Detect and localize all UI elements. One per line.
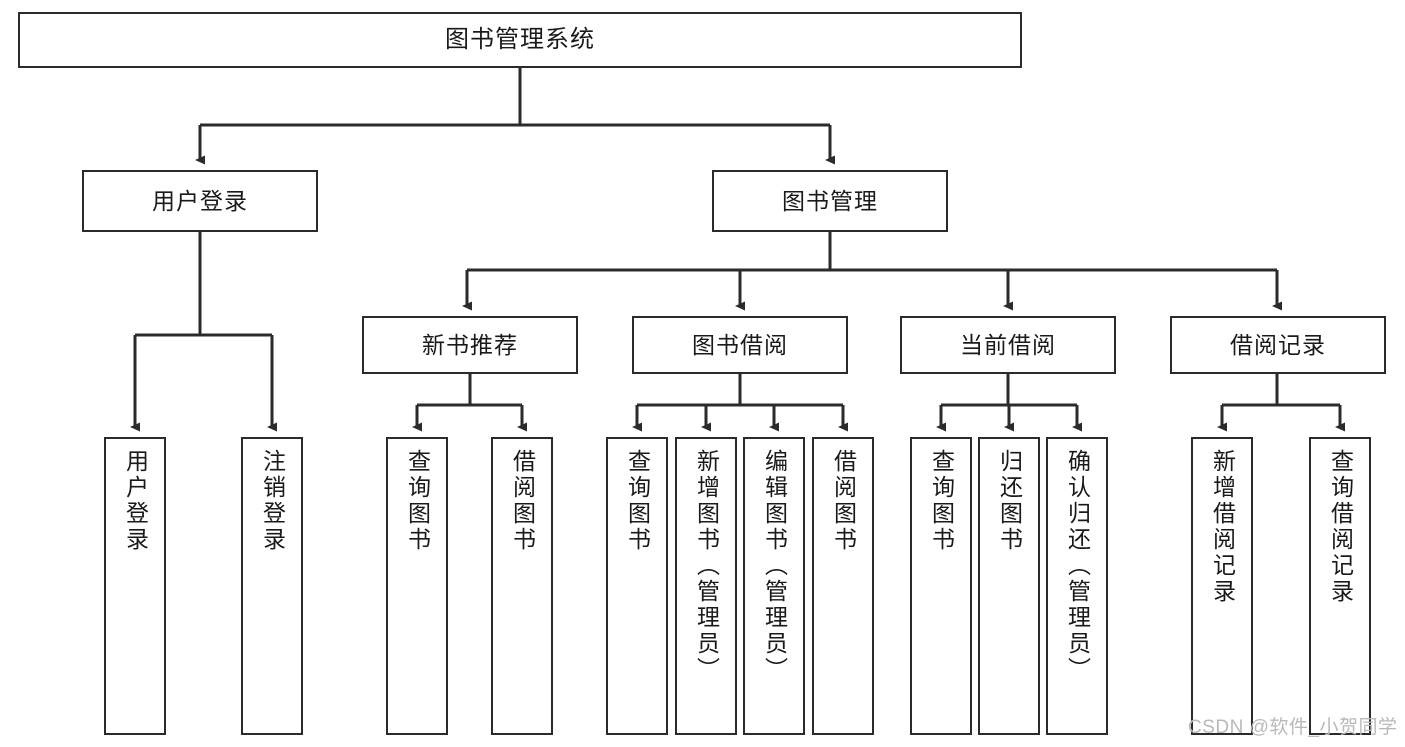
leaf-query-book-recommend-label: 查询图书 (404, 449, 431, 553)
leaf-edit-book-admin[interactable]: 编辑图书（管理员） (743, 437, 805, 735)
leaf-logout[interactable]: 注销登录 (241, 437, 303, 735)
node-borrow-records[interactable]: 借阅记录 (1170, 316, 1386, 374)
leaf-query-borrow-record-label: 查询借阅记录 (1327, 449, 1354, 605)
node-book-management-label: 图书管理 (782, 187, 878, 214)
leaf-add-borrow-record[interactable]: 新增借阅记录 (1191, 437, 1253, 735)
leaf-query-borrow-record[interactable]: 查询借阅记录 (1309, 437, 1371, 735)
leaf-user-login[interactable]: 用户登录 (104, 437, 166, 735)
node-borrow-records-label: 借阅记录 (1230, 331, 1326, 358)
node-current-borrow-label: 当前借阅 (960, 331, 1056, 358)
leaf-borrow-book-recommend-label: 借阅图书 (509, 449, 536, 553)
leaf-logout-label: 注销登录 (259, 449, 286, 553)
leaf-add-book-admin[interactable]: 新增图书（管理员） (675, 437, 737, 735)
node-user-login[interactable]: 用户登录 (82, 170, 318, 232)
leaf-add-borrow-record-label: 新增借阅记录 (1209, 449, 1236, 605)
leaf-confirm-return-admin-label: 确认归还（管理员） (1064, 449, 1091, 683)
node-book-borrow-label: 图书借阅 (692, 331, 788, 358)
leaf-borrow-book-recommend[interactable]: 借阅图书 (491, 437, 553, 735)
leaf-query-book-borrow-label: 查询图书 (624, 449, 651, 553)
node-book-management[interactable]: 图书管理 (712, 170, 948, 232)
leaf-query-book-borrow[interactable]: 查询图书 (606, 437, 668, 735)
node-root-label: 图书管理系统 (445, 26, 595, 54)
watermark: CSDN @软件_小贺同学 (1188, 717, 1398, 738)
node-book-borrow[interactable]: 图书借阅 (632, 316, 848, 374)
leaf-query-book-current-label: 查询图书 (928, 449, 955, 553)
node-root[interactable]: 图书管理系统 (18, 12, 1022, 68)
leaf-edit-book-admin-label: 编辑图书（管理员） (761, 449, 788, 683)
leaf-query-book-current[interactable]: 查询图书 (910, 437, 972, 735)
leaf-user-login-label: 用户登录 (122, 449, 149, 553)
leaf-borrow-book-label: 借阅图书 (830, 449, 857, 553)
leaf-return-book-label: 归还图书 (996, 449, 1023, 553)
node-new-book-recommend-label: 新书推荐 (422, 331, 518, 358)
leaf-return-book[interactable]: 归还图书 (978, 437, 1040, 735)
leaf-add-book-admin-label: 新增图书（管理员） (693, 449, 720, 683)
node-user-login-label: 用户登录 (152, 187, 248, 214)
node-current-borrow[interactable]: 当前借阅 (900, 316, 1116, 374)
leaf-borrow-book[interactable]: 借阅图书 (812, 437, 874, 735)
leaf-confirm-return-admin[interactable]: 确认归还（管理员） (1046, 437, 1108, 735)
node-new-book-recommend[interactable]: 新书推荐 (362, 316, 578, 374)
leaf-query-book-recommend[interactable]: 查询图书 (386, 437, 448, 735)
